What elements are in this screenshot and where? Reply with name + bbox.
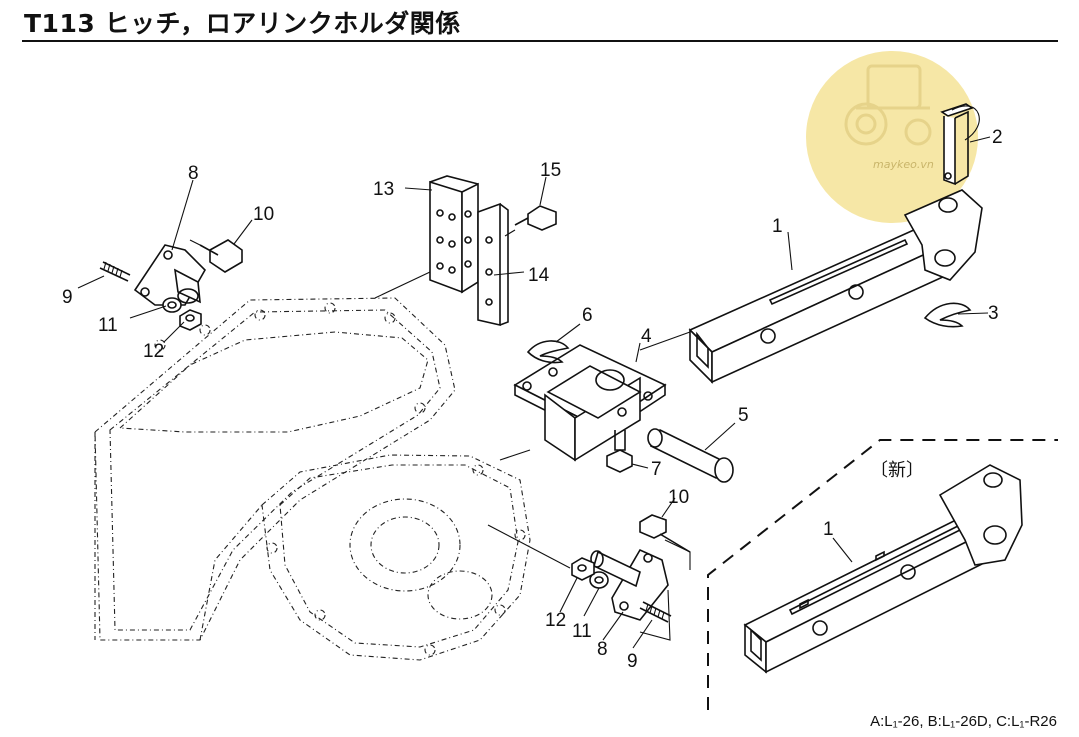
callout-11-lower: 11 bbox=[572, 621, 592, 642]
callout-15: 15 bbox=[540, 160, 561, 181]
part-7-bolt bbox=[606, 430, 633, 473]
model-footnote: A:L₁-26, B:L₁-26D, C:L₁-R26 bbox=[870, 713, 1057, 730]
watermark-logo: maykeo.vn bbox=[806, 51, 978, 223]
part-12-nut-lower bbox=[571, 557, 595, 581]
part-8-flange-upper bbox=[133, 244, 206, 306]
callout-3: 3 bbox=[988, 303, 999, 324]
callout-12: 12 bbox=[143, 341, 164, 362]
callout-2: 2 bbox=[992, 127, 1003, 148]
part-9-stud-lower bbox=[639, 601, 672, 623]
part-4-bracket bbox=[513, 344, 667, 462]
new-box-label: 〔新〕 bbox=[870, 460, 924, 481]
callout-7: 7 bbox=[651, 459, 662, 480]
part-3-clip bbox=[923, 302, 972, 328]
part-13-plate bbox=[429, 175, 479, 294]
callout-8: 8 bbox=[188, 163, 199, 184]
callout-9: 9 bbox=[62, 287, 73, 308]
assembly-lines bbox=[189, 229, 691, 641]
callout-13: 13 bbox=[373, 179, 394, 200]
watermark-text: maykeo.vn bbox=[873, 158, 934, 171]
page-title: T113 ヒッチ，ロアリンクホルダ関係 bbox=[24, 9, 461, 38]
callout-5: 5 bbox=[738, 405, 749, 426]
part-1-drawbar bbox=[688, 189, 983, 384]
callout-1-new: 1 bbox=[823, 519, 834, 540]
title-rule bbox=[22, 40, 1058, 42]
part-12-nut-upper bbox=[179, 309, 202, 331]
callout-8-lower: 8 bbox=[597, 639, 608, 660]
callout-1: 1 bbox=[772, 216, 783, 237]
callout-4: 4 bbox=[641, 326, 652, 347]
tractor-icon bbox=[844, 64, 932, 146]
callout-10-lower: 10 bbox=[668, 487, 689, 508]
part-1-drawbar-new bbox=[743, 464, 1023, 674]
part-9-stud-upper bbox=[99, 261, 131, 282]
part-11-washer-upper bbox=[162, 297, 182, 313]
part-5-long-pin bbox=[647, 428, 734, 483]
callout-12-lower: 12 bbox=[545, 610, 566, 631]
part-15-bolt bbox=[514, 205, 557, 231]
callout-10: 10 bbox=[253, 204, 274, 225]
callout-6: 6 bbox=[582, 305, 593, 326]
part-10-bolt-lower bbox=[639, 514, 691, 553]
part-8-flange-lower bbox=[590, 548, 669, 621]
part-6-clip bbox=[526, 340, 570, 364]
callout-14: 14 bbox=[528, 265, 550, 286]
watermark-circle bbox=[806, 51, 978, 223]
new-part-box bbox=[707, 439, 1058, 710]
part-14-plate bbox=[477, 202, 509, 327]
leader-lines bbox=[77, 136, 991, 649]
part-10-bolt-upper bbox=[199, 239, 243, 273]
transmission-housing bbox=[94, 297, 531, 661]
callout-11: 11 bbox=[98, 315, 118, 336]
callout-9-lower: 9 bbox=[627, 651, 638, 672]
part-2-pin bbox=[940, 103, 980, 186]
